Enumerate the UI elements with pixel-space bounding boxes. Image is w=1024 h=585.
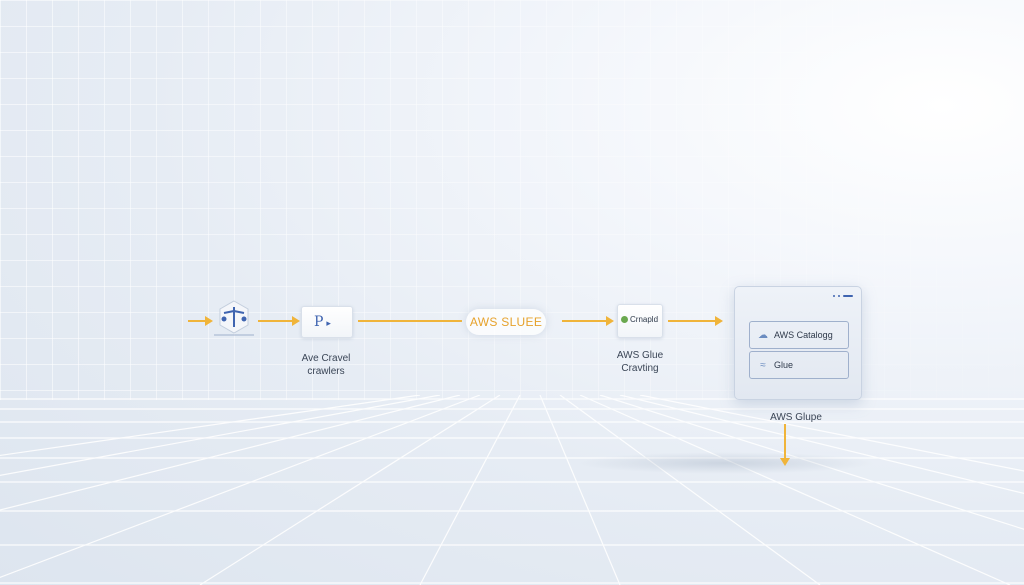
start-node — [212, 297, 256, 337]
arrow-4-line — [668, 320, 716, 322]
panel-shadow — [575, 452, 875, 474]
background-grid — [0, 0, 1024, 400]
arrow-3-head — [606, 316, 614, 326]
arrow-1-head — [292, 316, 300, 326]
crawler-card: P▸ — [301, 306, 353, 338]
cloud-icon: ☁ — [758, 329, 768, 341]
catalog-panel: ☁ AWS Catalogg ≈ Glue — [734, 286, 862, 400]
arrow-2-line — [358, 320, 462, 322]
crawling-card: Crnapld — [617, 304, 663, 338]
crawler-label-line1: Ave Cravel — [301, 353, 351, 364]
floor-grid — [0, 395, 1024, 585]
database-icon — [621, 316, 628, 323]
crawler-label: Ave Cravel crawlers — [286, 352, 366, 378]
panel-caption: AWS Glupe — [770, 412, 822, 423]
crawling-label: AWS Glue Cravting — [600, 349, 680, 375]
glue-pill: AWS SLUEE — [466, 309, 546, 335]
wave-icon: ≈ — [760, 359, 766, 371]
arrow-in-head — [205, 316, 213, 326]
arrow-3-line — [562, 320, 608, 322]
crawler-label-line2: crawlers — [307, 366, 345, 377]
arrow-in-line — [188, 320, 208, 322]
crawler-card-text: P — [314, 314, 324, 330]
glue-row-label: Glue — [774, 360, 794, 370]
arrow-down-line — [784, 424, 786, 460]
crawling-card-text: Crnapld — [630, 315, 659, 324]
window-dots — [833, 295, 853, 297]
glue-row: ≈ Glue — [749, 351, 849, 379]
document-arrow-icon: P▸ — [314, 314, 331, 330]
arrow-down-head — [780, 458, 790, 466]
catalog-row-label: AWS Catalogg — [774, 330, 833, 340]
catalog-row: ☁ AWS Catalogg — [749, 321, 849, 349]
arrow-4-head — [715, 316, 723, 326]
crawling-label-line1: AWS Glue — [616, 350, 664, 361]
arrow-1-line — [258, 320, 294, 322]
crawling-label-line2: Cravting — [621, 363, 659, 374]
network-node-icon — [214, 300, 254, 336]
